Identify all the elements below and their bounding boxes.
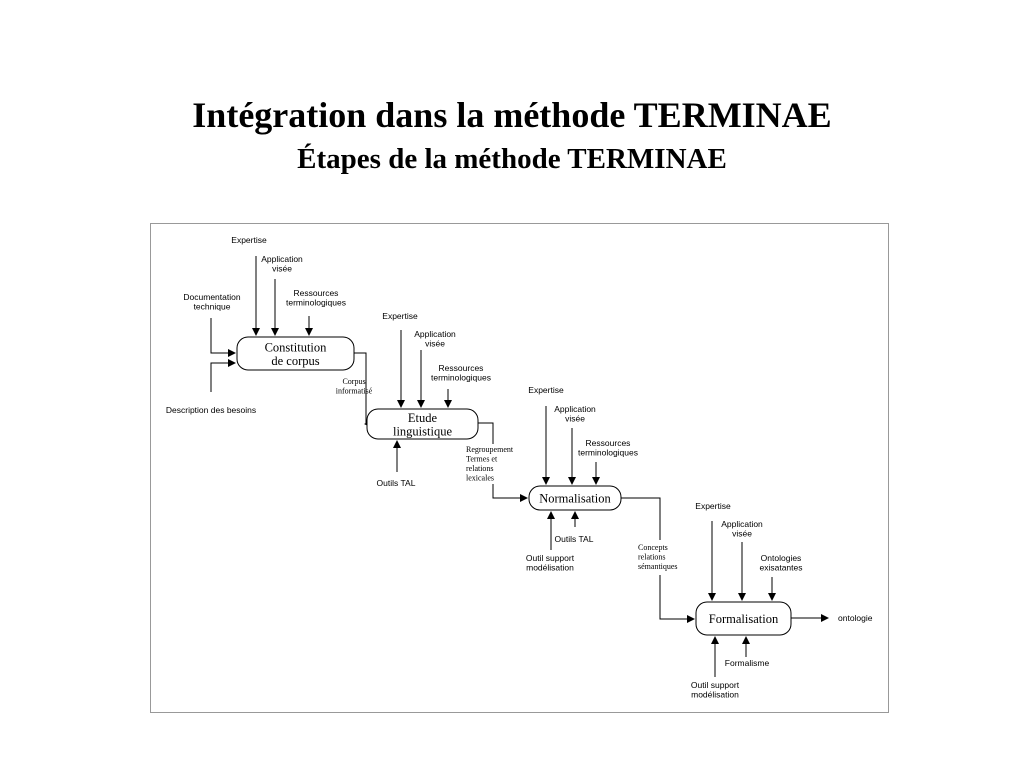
process-label: Constitution [265,340,328,354]
slide-subtitle: Étapes de la méthode TERMINAE [297,143,727,175]
process-box [528,485,622,511]
flow-label-tal1: Outils TAL [377,478,416,488]
process-box [236,336,355,371]
diagram-edges [210,256,829,677]
diagram-frame [150,223,889,713]
process-label: Etude [408,411,438,425]
process-box [366,408,479,440]
flow-label-besoins: Description des besoins [166,405,256,415]
process-node-formalisation: Formalisation [695,601,792,636]
flow-label-exp4: Expertise [695,501,731,511]
flow-arrow [478,422,494,444]
process-node-normalisation: Normalisation [528,485,622,511]
slide-title: Intégration dans la méthode TERMINAE [192,95,832,135]
process-label: linguistique [393,424,452,438]
flow-arrow [210,359,236,392]
flow-label-ontologie: ontologie [838,613,873,623]
process-box [695,601,792,636]
flow-label-exp2: Expertise [382,311,418,321]
process-label: Normalisation [539,492,611,506]
flow-arrow [354,352,372,428]
flow-label-tal2: Outils TAL [555,534,594,544]
flow-arrow [210,318,236,357]
process-label: de corpus [271,354,319,368]
flow-label-exp1: Expertise [231,235,267,245]
process-label: Formalisation [709,612,779,626]
flow-label-exp3: Expertise [528,385,564,395]
flow-arrow [492,484,528,502]
flow-arrow [659,575,695,623]
flow-arrow [621,497,661,540]
flow-label-formalisme: Formalisme [725,658,770,668]
